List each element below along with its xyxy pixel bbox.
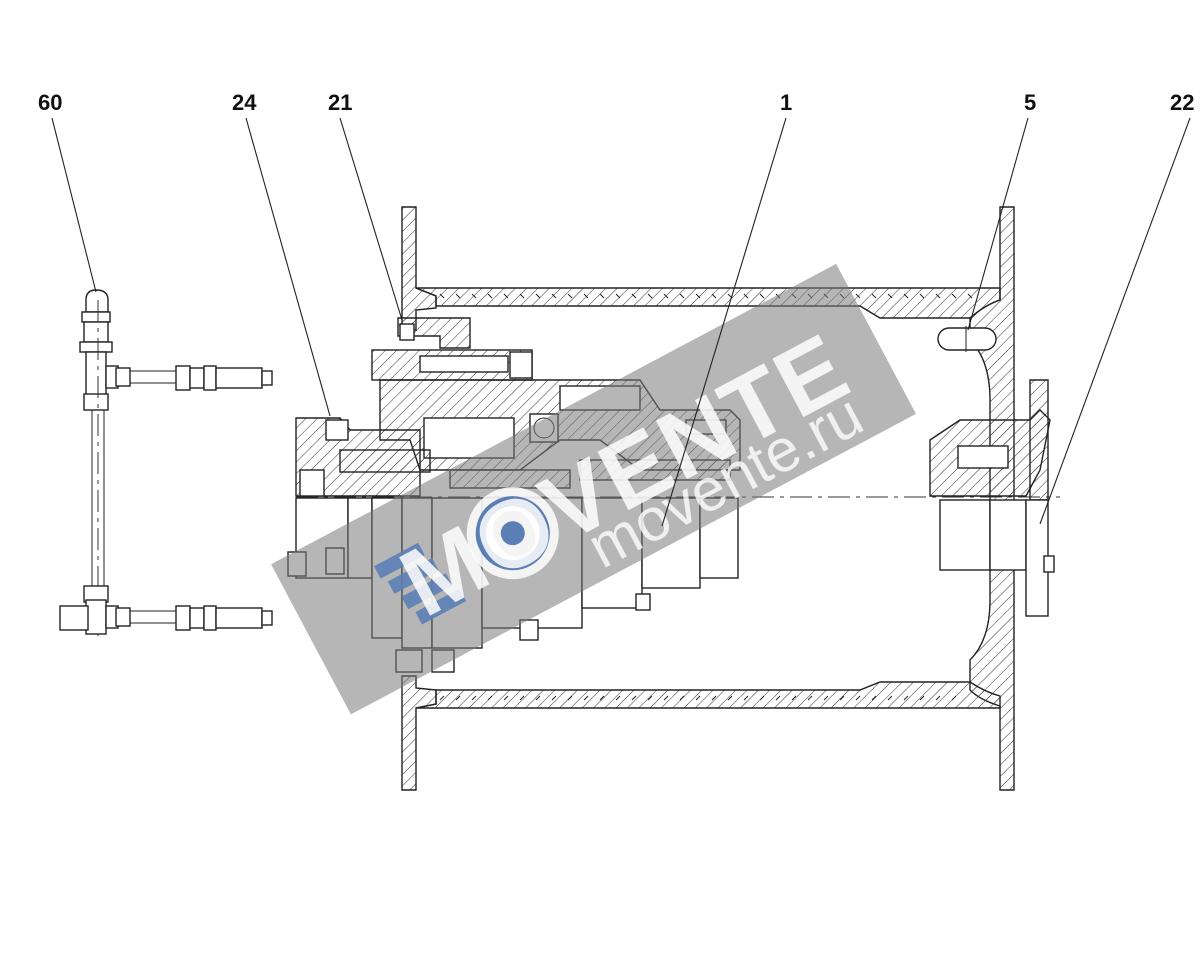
right-bearing-hub bbox=[929, 379, 1055, 617]
callout-5: 5 bbox=[1024, 90, 1037, 115]
leader-1 bbox=[661, 117, 787, 527]
leader-21 bbox=[339, 117, 403, 321]
callout-21: 21 bbox=[328, 90, 353, 115]
leader-24 bbox=[245, 117, 331, 417]
hydraulic-pipe-assembly bbox=[59, 289, 273, 640]
leader-22 bbox=[1039, 117, 1191, 525]
callout-24: 24 bbox=[232, 90, 257, 115]
leader-60 bbox=[51, 117, 97, 293]
leader-5 bbox=[967, 117, 1029, 331]
drum-body bbox=[401, 206, 1015, 791]
callout-22: 22 bbox=[1170, 90, 1195, 115]
leader-lines bbox=[51, 117, 1191, 527]
callout-60: 60 bbox=[38, 90, 63, 115]
callout-1: 1 bbox=[780, 90, 793, 115]
